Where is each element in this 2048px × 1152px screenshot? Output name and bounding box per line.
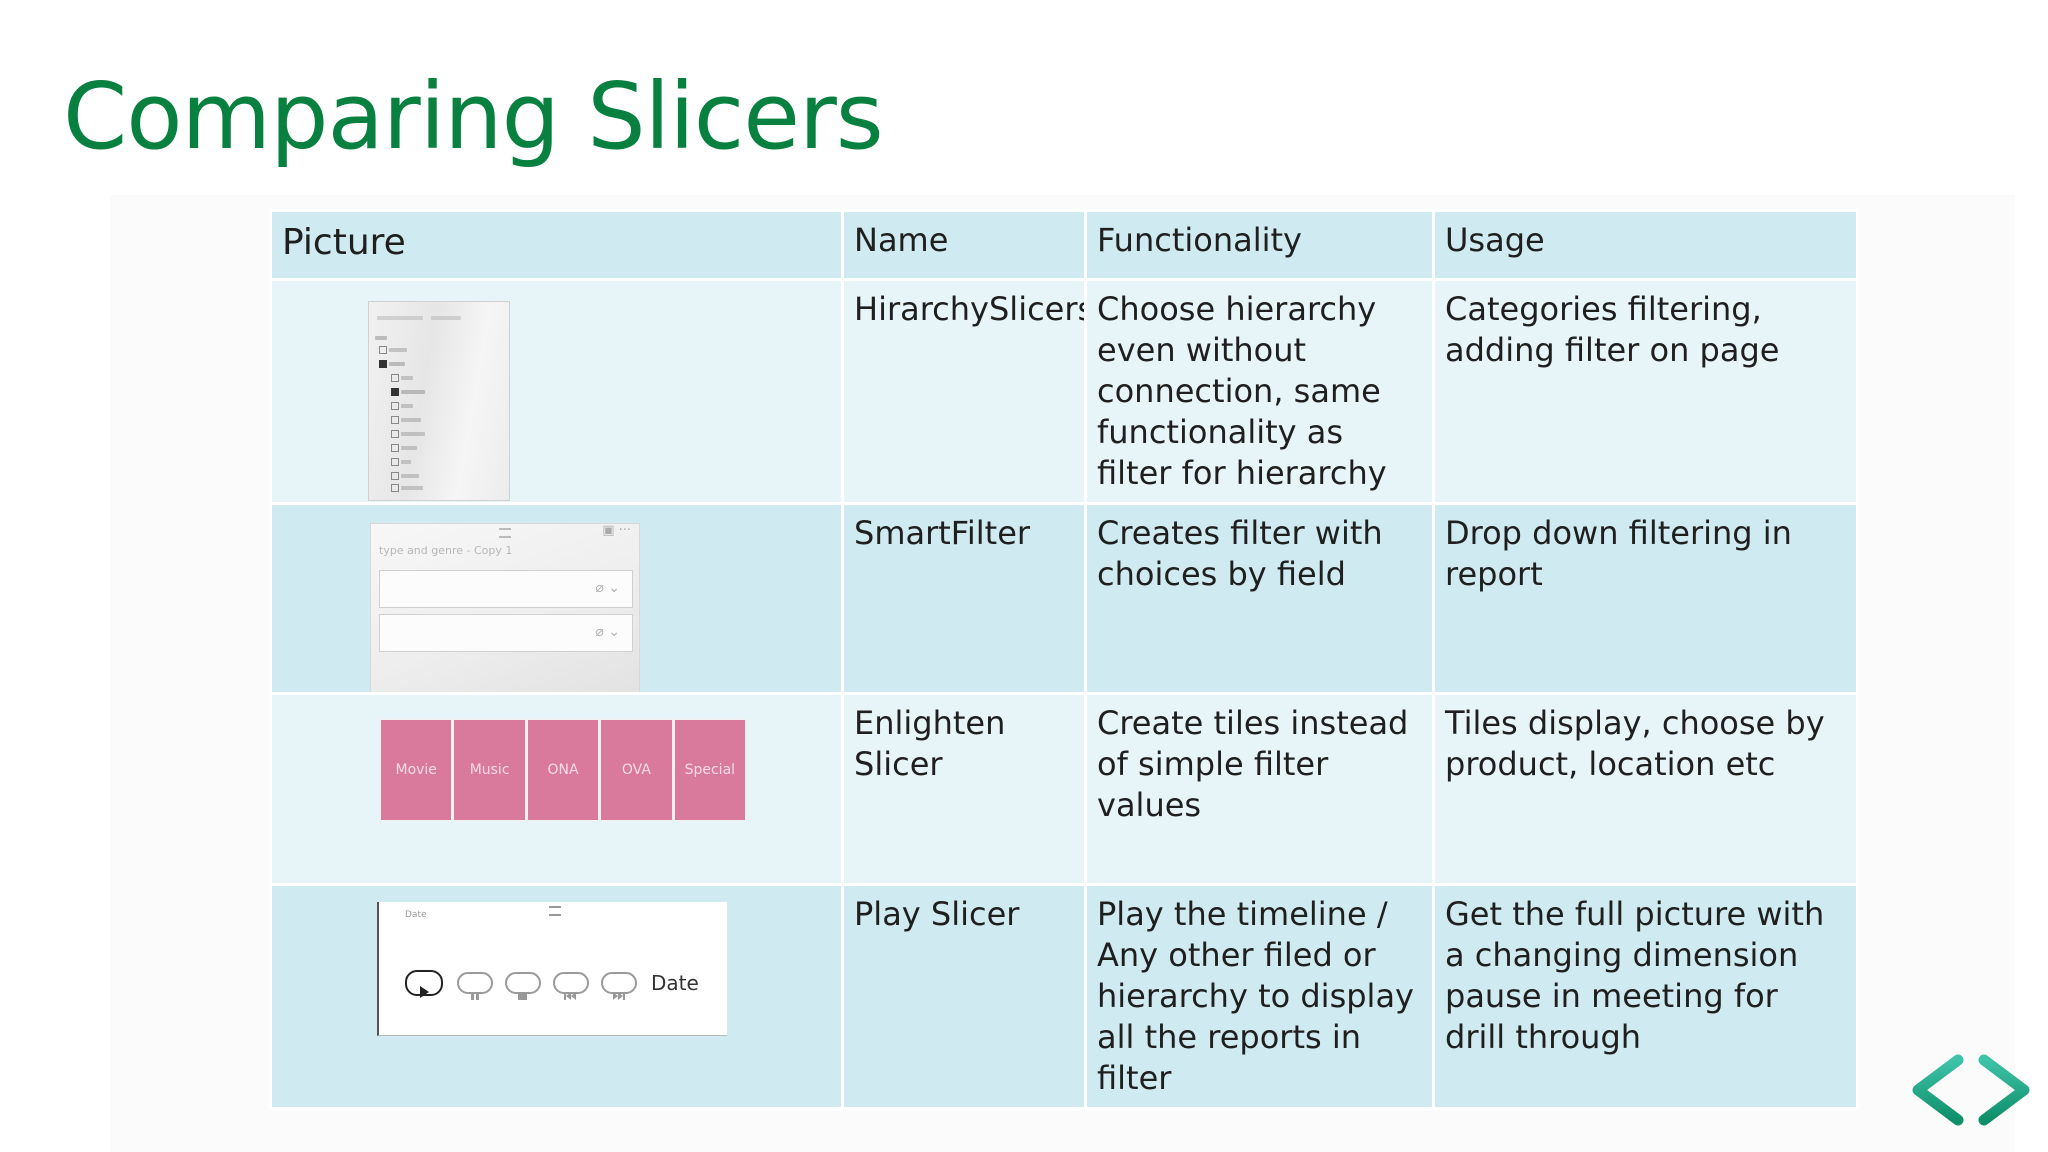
slicer-usage: Categories filtering, adding filter on p… [1432, 278, 1859, 505]
drag-handle-icon [499, 528, 511, 538]
previous-icon [553, 972, 589, 1000]
slicer-name: Enlighten Slicer [841, 692, 1087, 886]
header-usage: Usage [1432, 209, 1859, 281]
header-functionality: Functionality [1084, 209, 1435, 281]
header-name: Name [841, 209, 1087, 281]
picture-cell: ▣ ··· type and genre - Copy 1 ⌀ ⌄ ⌀ ⌄ [269, 502, 844, 695]
smart-filter-thumbnail: ▣ ··· type and genre - Copy 1 ⌀ ⌄ ⌀ ⌄ [370, 523, 640, 691]
chevron-down-icon: ⌀ ⌄ [595, 580, 620, 596]
smart-filter-label: type and genre - Copy 1 [379, 544, 513, 557]
slicer-name: SmartFilter [841, 502, 1087, 695]
tile: Movie [381, 720, 452, 820]
slicer-usage: Tiles display, choose by product, locati… [1432, 692, 1859, 886]
table-row: ▣ ··· type and genre - Copy 1 ⌀ ⌄ ⌀ ⌄ Sm… [269, 502, 1859, 695]
play-slicer-small-label: Date [405, 910, 427, 920]
slicer-name: Play Slicer [841, 883, 1087, 1110]
tile: OVA [601, 720, 672, 820]
table-row: Date [269, 883, 1859, 1110]
slicer-usage: Drop down filtering in report [1432, 502, 1859, 695]
filter-dropdown: ⌀ ⌄ [379, 614, 633, 652]
play-slicer-thumbnail: Date [377, 902, 727, 1036]
table-row: Movie Music ONA OVA Special Enlighten Sl… [269, 692, 1859, 886]
play-slicer-date-label: Date [651, 971, 699, 995]
slicer-comparison-table: Picture Name Functionality Usage [269, 209, 1859, 1110]
slicer-functionality: Creates filter with choices by field [1084, 502, 1435, 695]
filter-dropdown: ⌀ ⌄ [379, 570, 633, 608]
next-icon [601, 972, 637, 1000]
chevron-brackets-icon [1910, 1054, 2032, 1126]
play-icon [405, 970, 443, 998]
slicer-usage: Get the full picture with a changing dim… [1432, 883, 1859, 1110]
stop-icon [505, 972, 541, 1000]
picture-cell: Movie Music ONA OVA Special [269, 692, 844, 886]
table-row: HirarchySlicers Choose hierarchy even wi… [269, 278, 1859, 505]
tile: Special [674, 720, 746, 820]
more-options-icon: ▣ ··· [602, 523, 631, 538]
tile: ONA [527, 720, 599, 820]
drag-handle-icon [549, 906, 561, 916]
picture-cell [269, 278, 844, 505]
header-picture: Picture [269, 209, 844, 281]
slicer-functionality: Choose hierarchy even without connection… [1084, 278, 1435, 505]
page-title: Comparing Slicers [63, 63, 884, 170]
table-header-row: Picture Name Functionality Usage [269, 209, 1859, 281]
enlighten-tiles-thumbnail: Movie Music ONA OVA Special [379, 718, 747, 822]
pause-icon [457, 972, 493, 1000]
hierarchy-slicer-thumbnail [368, 301, 510, 501]
tile: Music [454, 720, 525, 820]
chevron-down-icon: ⌀ ⌄ [595, 624, 620, 640]
slicer-functionality: Play the timeline / Any other filed or h… [1084, 883, 1435, 1110]
slicer-functionality: Create tiles instead of simple filter va… [1084, 692, 1435, 886]
picture-cell: Date [269, 883, 844, 1110]
slicer-name: HirarchySlicers [841, 278, 1087, 505]
